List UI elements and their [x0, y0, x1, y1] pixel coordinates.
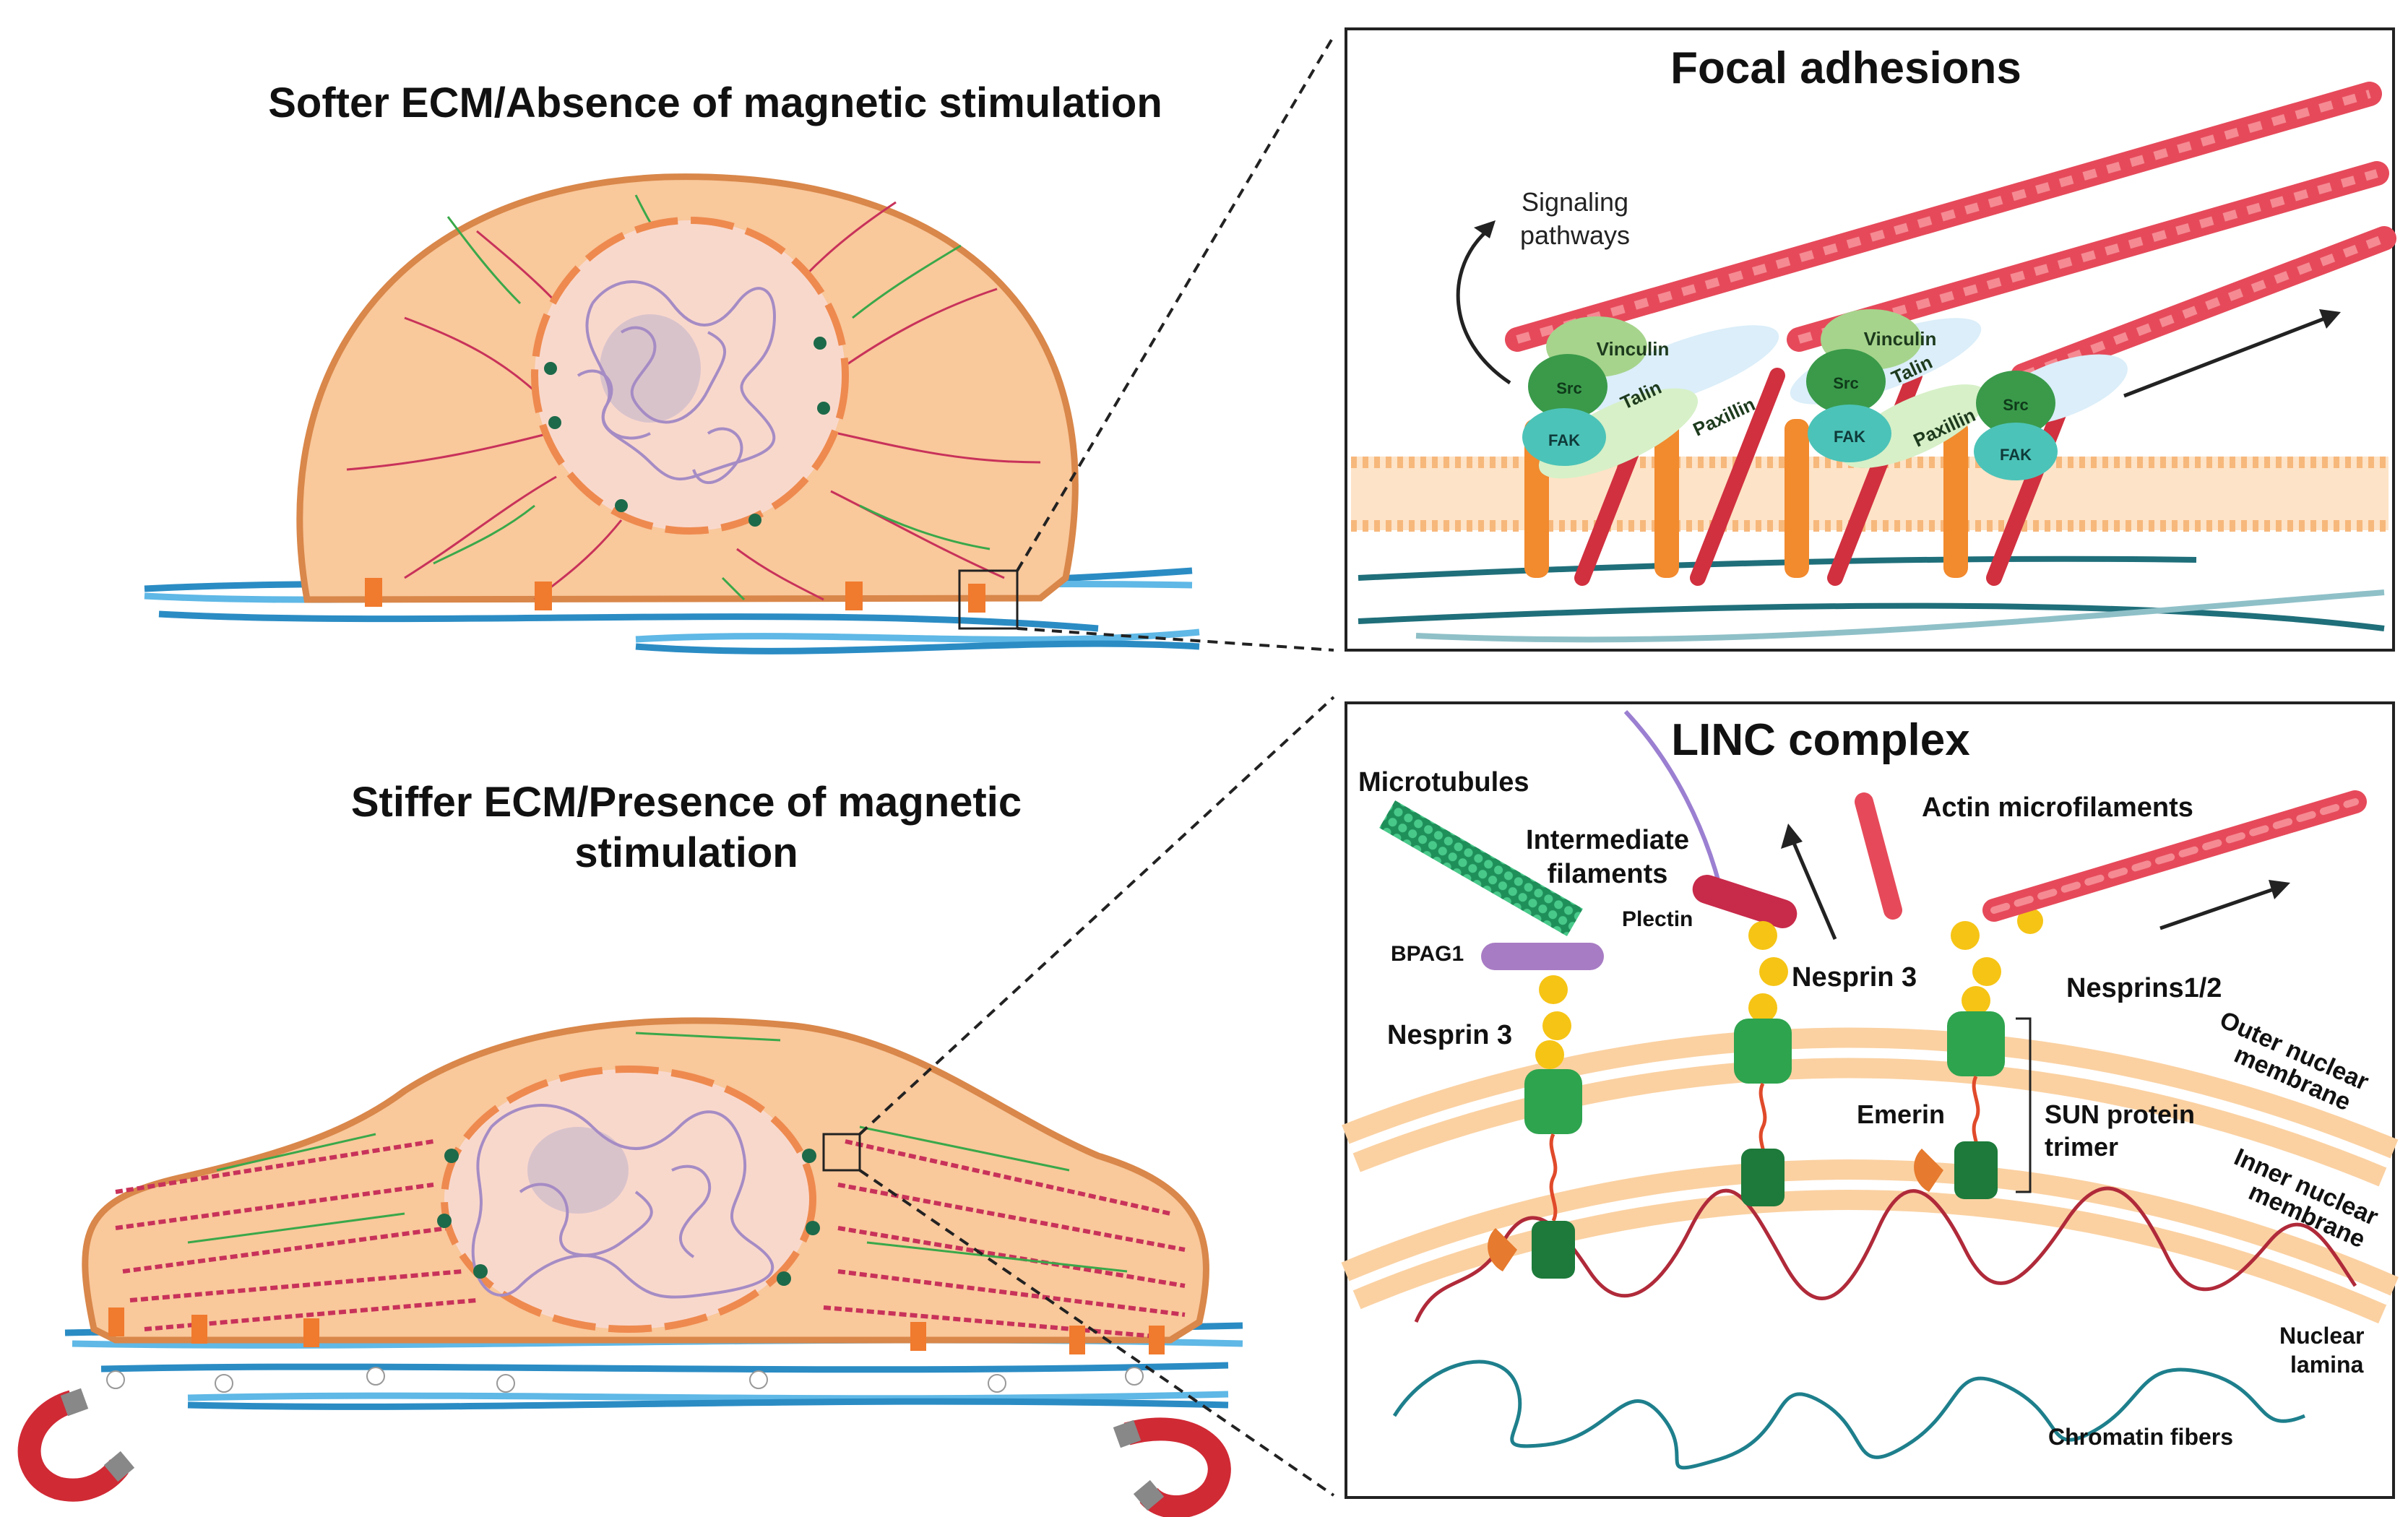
nesprin12-right: [1914, 908, 2043, 1199]
focal-adhesion-zoom-box: [958, 569, 1019, 630]
stiff-cell-nucleolus: [527, 1127, 629, 1214]
stiff-cell-microtubules: [187, 1032, 1128, 1273]
fa-complex-2: Src FAK Vinculin Talin Paxillin: [1790, 309, 1988, 468]
soft-ecm-cell-illustration: [144, 173, 1200, 654]
magnetic-nanoparticles: [106, 1367, 1144, 1393]
chromatin-fibers-label: Chromatin fibers: [2048, 1424, 2233, 1450]
linc-zoom-box: [822, 1133, 861, 1172]
bottom-panel-title-line1: Stiffer ECM/Presence of magnetic: [351, 779, 1022, 826]
fa-force-arrow: [2123, 316, 2327, 398]
soft-cell-linc-dots: [544, 337, 830, 527]
src-label-2: Src: [1833, 374, 1858, 392]
stiff-cell-nucleus: [441, 1066, 816, 1333]
emerin-label: Emerin: [1857, 1099, 1945, 1129]
src-label: Src: [1556, 379, 1581, 397]
stiff-ecm-cell-illustration: [17, 1017, 1243, 1517]
focal-adhesions-panel: Focal adhesions: [1345, 27, 2396, 652]
bpag1-label: BPAG1: [1391, 942, 1464, 966]
fak-label-2: FAK: [1834, 428, 1865, 446]
signaling-label-line2: pathways: [1520, 220, 1630, 250]
vinculin-label: Vinculin: [1597, 338, 1670, 360]
bpag1-protein: [1481, 943, 1604, 970]
fak-label: FAK: [1548, 431, 1580, 449]
signaling-arrowhead: [1474, 220, 1496, 238]
magnet-icon-right: [1113, 1417, 1231, 1517]
microtubules-label: Microtubules: [1358, 767, 1529, 798]
top-zoom-leaders: [1016, 35, 1335, 652]
bottom-panel-title-line2: stimulation: [574, 829, 798, 876]
src-label-3: Src: [2003, 396, 2028, 414]
sun-trimer-label-line1: SUN protein: [2045, 1099, 2195, 1129]
focal-adhesions-title: Focal adhesions: [1670, 43, 2021, 93]
nesprin3-left-label: Nesprin 3: [1387, 1020, 1512, 1050]
nesprin-middle: [1734, 921, 1792, 1206]
linc-force-arrow-1: [1790, 837, 1837, 940]
linc-complex-title: LINC complex: [1671, 715, 1970, 765]
plectin-protein: [1692, 875, 1798, 928]
plectin-label: Plectin: [1622, 907, 1693, 931]
fa-force-arrowhead: [2319, 309, 2341, 329]
nuclear-lamina-label-line2: lamina: [2290, 1352, 2364, 1378]
linc-force-arrow-2: [2159, 886, 2277, 930]
fa-complex-3: Src FAK: [1974, 354, 2128, 480]
signaling-label-line1: Signaling: [1522, 187, 1628, 217]
bottom-zoom-leaders: [858, 696, 1335, 1497]
stiff-cell-chromatin: [471, 1104, 774, 1299]
soft-cell-nucleolus: [600, 314, 701, 423]
nesprin3-left: [1488, 975, 1582, 1279]
linc-actin-filaments: [1855, 790, 2367, 922]
linc-force-arrowhead-2: [2269, 880, 2290, 899]
linc-complex-panel: LINC complex: [1341, 701, 2399, 1499]
intermediate-filaments-label-line2: filaments: [1548, 859, 1668, 889]
nesprins12-label: Nesprins1/2: [2066, 973, 2222, 1003]
sun-trimer-label-line2: trimer: [2045, 1132, 2118, 1162]
magnet-icon-left: [17, 1388, 135, 1502]
soft-cell-adhesions: [365, 578, 985, 613]
top-panel-title: Softer ECM/Absence of magnetic stimulati…: [268, 79, 1162, 126]
intermediate-filament: [1623, 709, 1722, 886]
stiff-cell-linc-dots: [437, 1149, 820, 1286]
microtubule: [1379, 800, 1583, 937]
vinculin-label-2: Vinculin: [1864, 328, 1937, 350]
chromatin-fibers: [1392, 1360, 2305, 1470]
linc-force-arrowhead-1: [1781, 824, 1803, 849]
stiff-cell-stress-fibers: [115, 1139, 1186, 1339]
soft-cell-chromatin: [577, 280, 776, 485]
actin-microfilaments-label: Actin microfilaments: [1922, 792, 2193, 823]
fak-label-3: FAK: [2000, 446, 2032, 464]
sun-trimer-bracket: [2016, 1017, 2032, 1193]
fa-actin-highlights: [1516, 90, 2386, 380]
intermediate-filaments-label-line1: Intermediate: [1526, 825, 1689, 855]
signaling-arrow: [1456, 228, 1511, 385]
nesprin3-middle-label: Nesprin 3: [1792, 962, 1917, 993]
fa-complex-1: Src FAK Vinculin Talin Paxillin: [1522, 316, 1779, 479]
nuclear-lamina-label-line1: Nuclear: [2279, 1323, 2364, 1349]
stiff-cell-adhesions: [108, 1308, 1165, 1354]
